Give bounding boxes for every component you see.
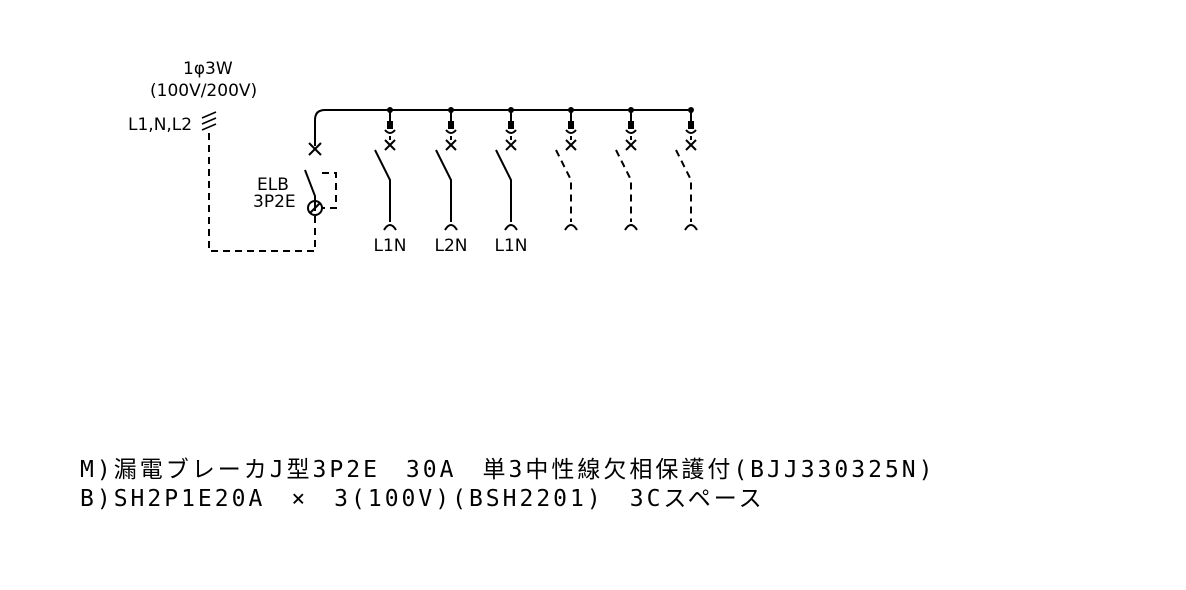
branch-circuit-6 — [675, 107, 698, 231]
branch-label: L2N — [434, 236, 467, 256]
branch-breaker-x-icon — [505, 139, 517, 151]
branch-circuit-5 — [615, 107, 638, 231]
branch-outlet-icon — [444, 224, 458, 231]
branch-switch-blade — [675, 149, 692, 222]
branch-breaker-cap-icon — [568, 121, 574, 129]
supply-voltage-label: (100V/200V) — [150, 81, 257, 101]
branch-breaker-cap-icon — [508, 121, 514, 129]
branch-breaker-x-icon — [565, 139, 577, 151]
branch-circuit-1 — [374, 107, 397, 231]
branch-outlet-icon — [624, 224, 638, 231]
branch-circuit-3 — [495, 107, 518, 231]
branch-switch-blade — [495, 149, 512, 222]
branch-switch-blade — [374, 149, 391, 222]
supply-phase-label: 1φ3W — [183, 59, 233, 79]
branch-circuit-2 — [435, 107, 458, 231]
branch-outlet-icon — [504, 224, 518, 231]
bus-elbow — [314, 109, 326, 128]
three-wire-tick-icon — [201, 111, 217, 131]
branch-switch-blade — [435, 149, 452, 222]
incoming-feeder-line — [208, 133, 316, 252]
branch-label: L1N — [494, 236, 527, 256]
branch-circuits: L1N L2N L1N — [373, 107, 698, 256]
main-breaker-type-label: ELB — [257, 175, 289, 195]
branch-label: L1N — [373, 236, 406, 256]
branch-breaker-cap-icon — [448, 121, 454, 129]
branch-switch-blade — [555, 149, 572, 222]
main-breaker-poles-label: 3P2E — [253, 192, 296, 212]
branch-breaker-cap-icon — [628, 121, 634, 129]
branch-outlet-icon — [383, 224, 397, 231]
branch-switch-blade — [615, 149, 632, 222]
branch-circuit-4 — [555, 107, 578, 231]
branch-breaker-cap-icon — [387, 121, 393, 129]
branch-breaker-x-icon — [685, 139, 697, 151]
branch-breaker-x-icon — [625, 139, 637, 151]
branch-breaker-x-icon — [445, 139, 457, 151]
note-line-m: M)漏電ブレーカJ型3P2E 30A 単3中性線欠相保護付(BJJ330325N… — [80, 457, 936, 483]
branch-outlet-icon — [564, 224, 578, 231]
breaker-x-icon — [308, 142, 322, 156]
note-line-b: B)SH2P1E20A × 3(100V)(BSH2201) 3Cスペース — [80, 486, 765, 512]
main-elb-breaker — [304, 109, 337, 216]
branch-breaker-x-icon — [384, 139, 396, 151]
trip-link-dashed — [322, 172, 337, 209]
supply-conductors-label: L1,N,L2 — [128, 115, 192, 135]
branch-outlet-icon — [684, 224, 698, 231]
branch-breaker-cap-icon — [688, 121, 694, 129]
